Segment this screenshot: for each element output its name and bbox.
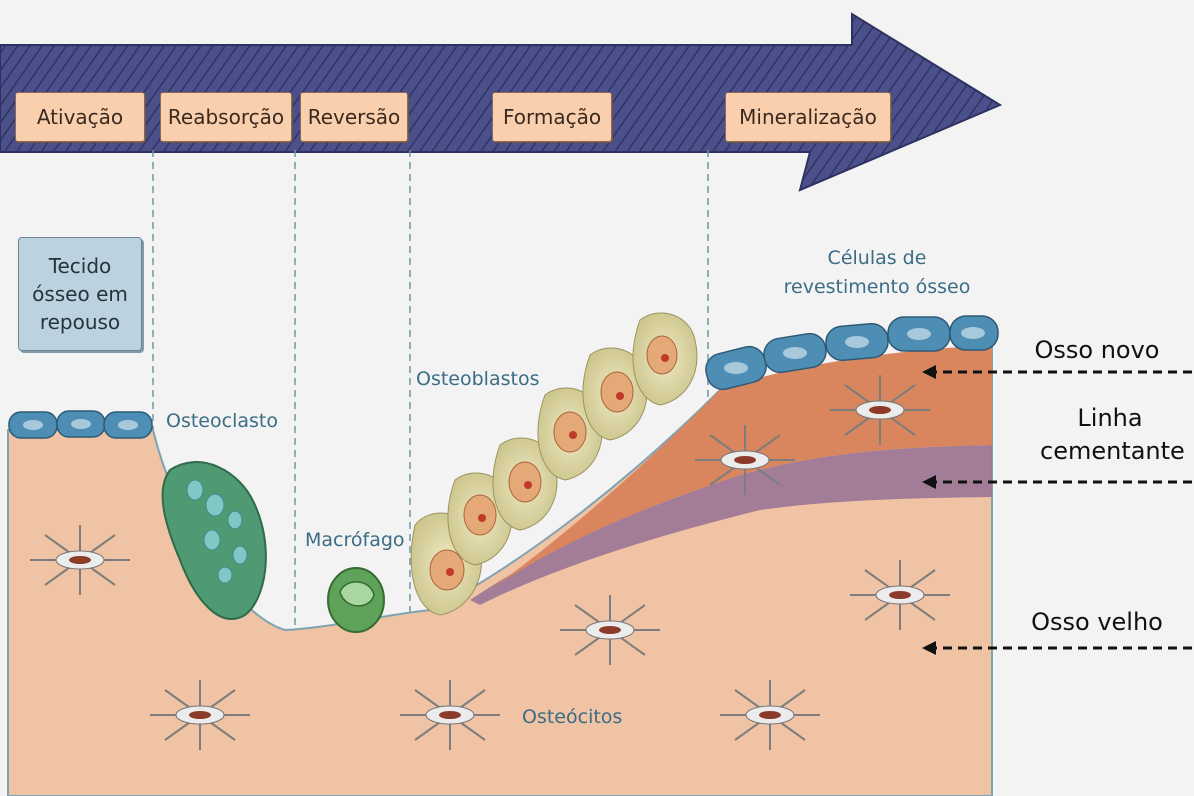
- lining-cells-label: Células de revestimento ósseo: [772, 244, 982, 302]
- phase-reversal: Reversão: [300, 92, 408, 142]
- osteoblasts-label: Osteoblastos: [416, 368, 539, 390]
- osteocytes-label: Osteócitos: [522, 706, 622, 728]
- osteoclast-label: Osteoclasto: [166, 410, 278, 432]
- resting-bone-label: Tecido ósseo em repouso: [18, 237, 142, 351]
- old-bone-label: Osso velho: [1012, 606, 1182, 639]
- phase-activation: Ativação: [15, 92, 145, 142]
- macrophage-label: Macrófago: [305, 529, 405, 551]
- new-bone-label: Osso novo: [1012, 334, 1182, 367]
- phase-mineralization: Mineralização: [725, 92, 891, 142]
- phase-resorption: Reabsorção: [160, 92, 292, 142]
- phase-formation: Formação: [492, 92, 612, 142]
- cement-line-label: Linha cementante: [1040, 402, 1180, 468]
